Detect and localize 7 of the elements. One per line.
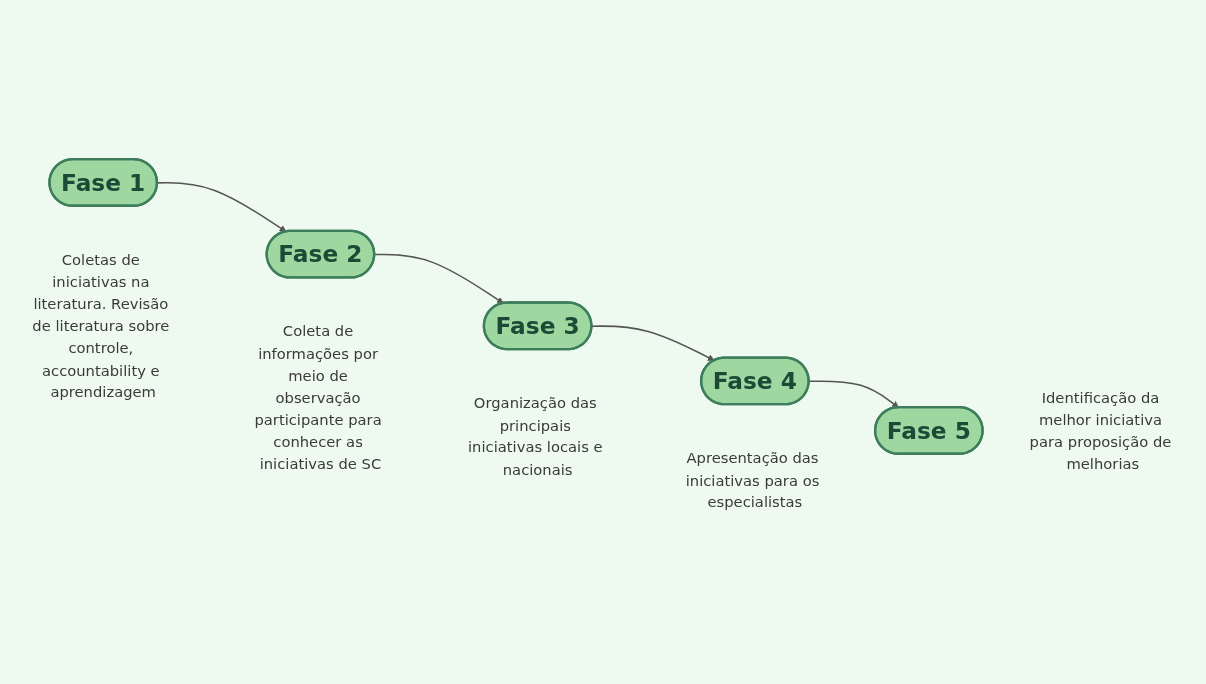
arrow xyxy=(156,182,287,232)
node-label: Coletas de iniciativas na literatura. Revisão de literatura sobre controle, accountability e aprendizagem xyxy=(32,250,170,401)
node-label: Identificação da melhor iniciativa para proposição de melhorias xyxy=(1029,388,1172,472)
arrow xyxy=(808,380,899,408)
node-label: Apresentação das iniciativas para os especialistas xyxy=(685,449,820,511)
node-label: Organização das principais iniciativas locais e nacionais xyxy=(468,394,603,478)
node-label: Coleta de informações por meio de observação participante para conhecer as iniciativas de SC xyxy=(254,322,382,473)
